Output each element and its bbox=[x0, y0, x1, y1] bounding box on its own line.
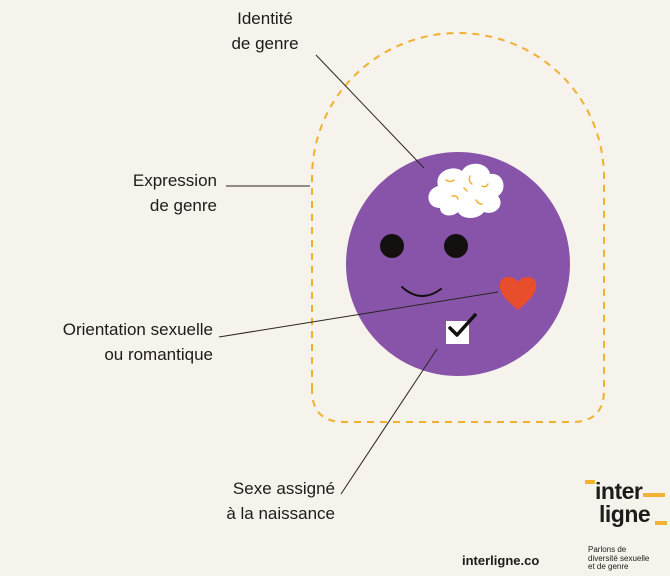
label-sexe-line-1: Sexe assigné bbox=[232, 479, 335, 498]
logo-tagline-line: et de genre bbox=[588, 562, 629, 571]
heart-icon bbox=[499, 276, 537, 310]
body-outline bbox=[311, 31, 605, 423]
label-expression-line-2: de genre bbox=[149, 196, 217, 215]
label-sexe-line-2: à la naissance bbox=[226, 504, 335, 523]
logo-accent-bar bbox=[585, 480, 595, 484]
logo-tagline-line: diversité sexuelle bbox=[588, 553, 650, 563]
checkbox-icon bbox=[446, 313, 477, 344]
label-identite-line-1: Identité bbox=[237, 9, 293, 28]
smiley-face bbox=[346, 152, 570, 376]
interligne-logo: inter ligne Parlons de diversité sexuell… bbox=[583, 472, 670, 576]
label-expression-de-genre: Expression de genre bbox=[60, 168, 217, 218]
leader-line-orientation bbox=[218, 291, 499, 338]
brain-cloud-icon bbox=[428, 163, 504, 218]
label-orientation: Orientation sexuelle ou romantique bbox=[6, 317, 213, 367]
logo-accent-bar bbox=[655, 521, 667, 525]
label-sexe-assigne: Sexe assigné à la naissance bbox=[185, 476, 335, 526]
logo-tagline: Parlons de diversité sexuelle et de genr… bbox=[588, 545, 670, 572]
smile-mouth bbox=[401, 286, 442, 297]
logo-accent-bar bbox=[643, 493, 665, 497]
label-orientation-line-2: ou romantique bbox=[104, 345, 213, 364]
logo-word-ligne: ligne bbox=[599, 501, 651, 527]
leader-line-identite bbox=[315, 54, 425, 169]
label-orientation-line-1: Orientation sexuelle bbox=[62, 320, 213, 339]
leader-line-sexe bbox=[340, 348, 438, 495]
label-expression-line-1: Expression bbox=[132, 171, 217, 190]
label-identite-de-genre: Identité de genre bbox=[205, 6, 325, 56]
logo-tagline-line: Parlons de bbox=[588, 545, 627, 554]
right-eye bbox=[444, 234, 468, 258]
label-identite-line-2: de genre bbox=[231, 34, 299, 53]
logo-word-inter: inter bbox=[595, 478, 643, 504]
site-url[interactable]: interligne.co bbox=[462, 553, 540, 568]
left-eye bbox=[380, 234, 404, 258]
